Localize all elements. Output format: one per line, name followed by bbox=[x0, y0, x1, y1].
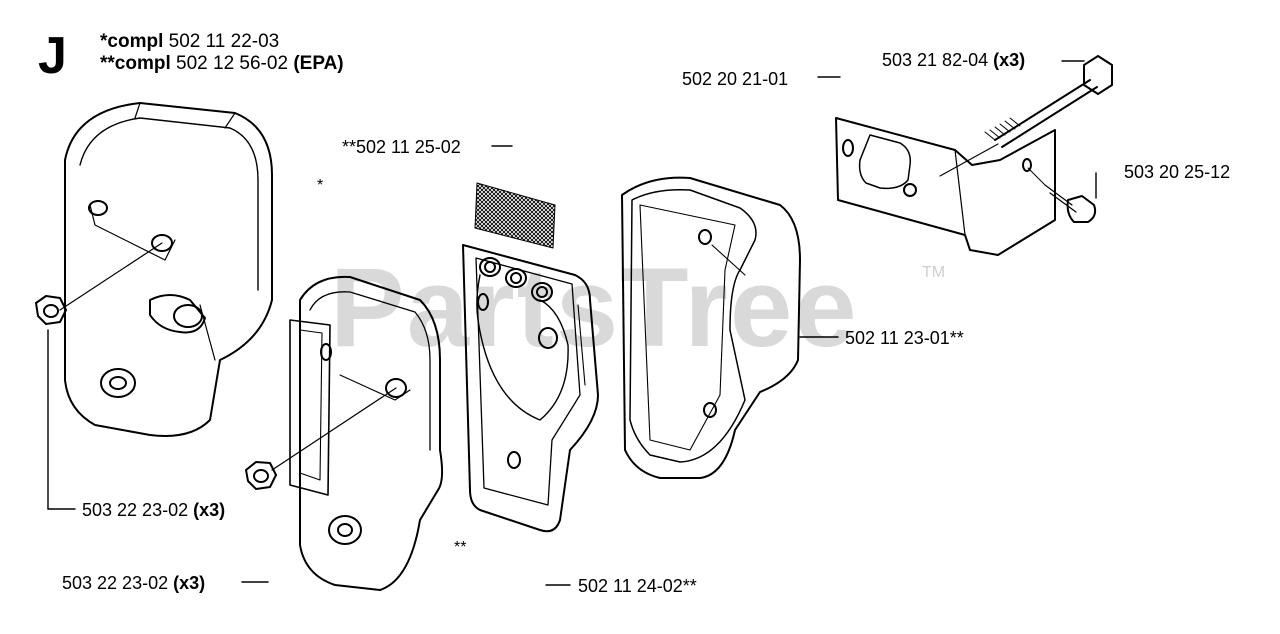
label-bolt-number: 503 21 82-04 bbox=[882, 50, 989, 70]
header-line-2-number: 502 12 56-02 bbox=[176, 53, 289, 74]
section-letter: J bbox=[38, 27, 67, 85]
bracket bbox=[835, 117, 1056, 256]
label-nut-left-qty: (x3) bbox=[193, 500, 226, 520]
label-screen: **502 11 25-02 bbox=[342, 138, 461, 156]
header-line-1: *compl 502 11 22-03 bbox=[100, 32, 279, 51]
screw bbox=[1027, 167, 1097, 223]
label-screen-number: **502 11 25-02 bbox=[342, 137, 461, 157]
leader-lines bbox=[47, 60, 1097, 586]
gasket-plate bbox=[462, 244, 599, 533]
label-screw-number: 503 20 25-12 bbox=[1124, 162, 1231, 182]
nut-bottom bbox=[245, 387, 397, 490]
header-line-2-suffix: (EPA) bbox=[293, 53, 344, 74]
label-gasket-bracket: 502 20 21-01 bbox=[682, 70, 788, 88]
label-plate-number: 502 11 24-02** bbox=[578, 576, 697, 596]
marker-single-star: * bbox=[317, 177, 324, 194]
label-nut-bottom-number: 503 22 23-02 bbox=[62, 573, 169, 593]
header-line-2-prefix: **compl bbox=[100, 53, 171, 74]
header-line-1-number: 502 11 22-03 bbox=[168, 31, 280, 52]
nut-left bbox=[35, 242, 163, 325]
header-line-1-prefix: *compl bbox=[100, 31, 164, 52]
inner-cover bbox=[621, 176, 801, 479]
header-line-2: **compl 502 12 56-02 (EPA) bbox=[100, 54, 344, 73]
baffle-cover bbox=[289, 275, 444, 591]
label-nut-bottom: 503 22 23-02 (x3) bbox=[62, 574, 205, 592]
label-inner-cover-number: 502 11 23-01** bbox=[845, 328, 964, 348]
bolt bbox=[939, 55, 1113, 177]
spark-screen bbox=[474, 182, 556, 249]
label-plate: 502 11 24-02** bbox=[578, 577, 697, 595]
label-bolt-qty: (x3) bbox=[993, 50, 1026, 70]
label-inner-cover: 502 11 23-01** bbox=[845, 329, 964, 347]
label-gasket-bracket-number: 502 20 21-01 bbox=[682, 69, 789, 89]
label-nut-left-number: 503 22 23-02 bbox=[82, 500, 189, 520]
label-nut-left: 503 22 23-02 (x3) bbox=[82, 501, 225, 519]
marker-double-star: ** bbox=[454, 539, 467, 556]
watermark-trademark: TM bbox=[922, 264, 946, 281]
label-bolt: 503 21 82-04 (x3) bbox=[882, 51, 1025, 69]
muffler-body bbox=[64, 102, 273, 437]
label-nut-bottom-qty: (x3) bbox=[173, 573, 206, 593]
label-screw: 503 20 25-12 bbox=[1124, 163, 1230, 181]
